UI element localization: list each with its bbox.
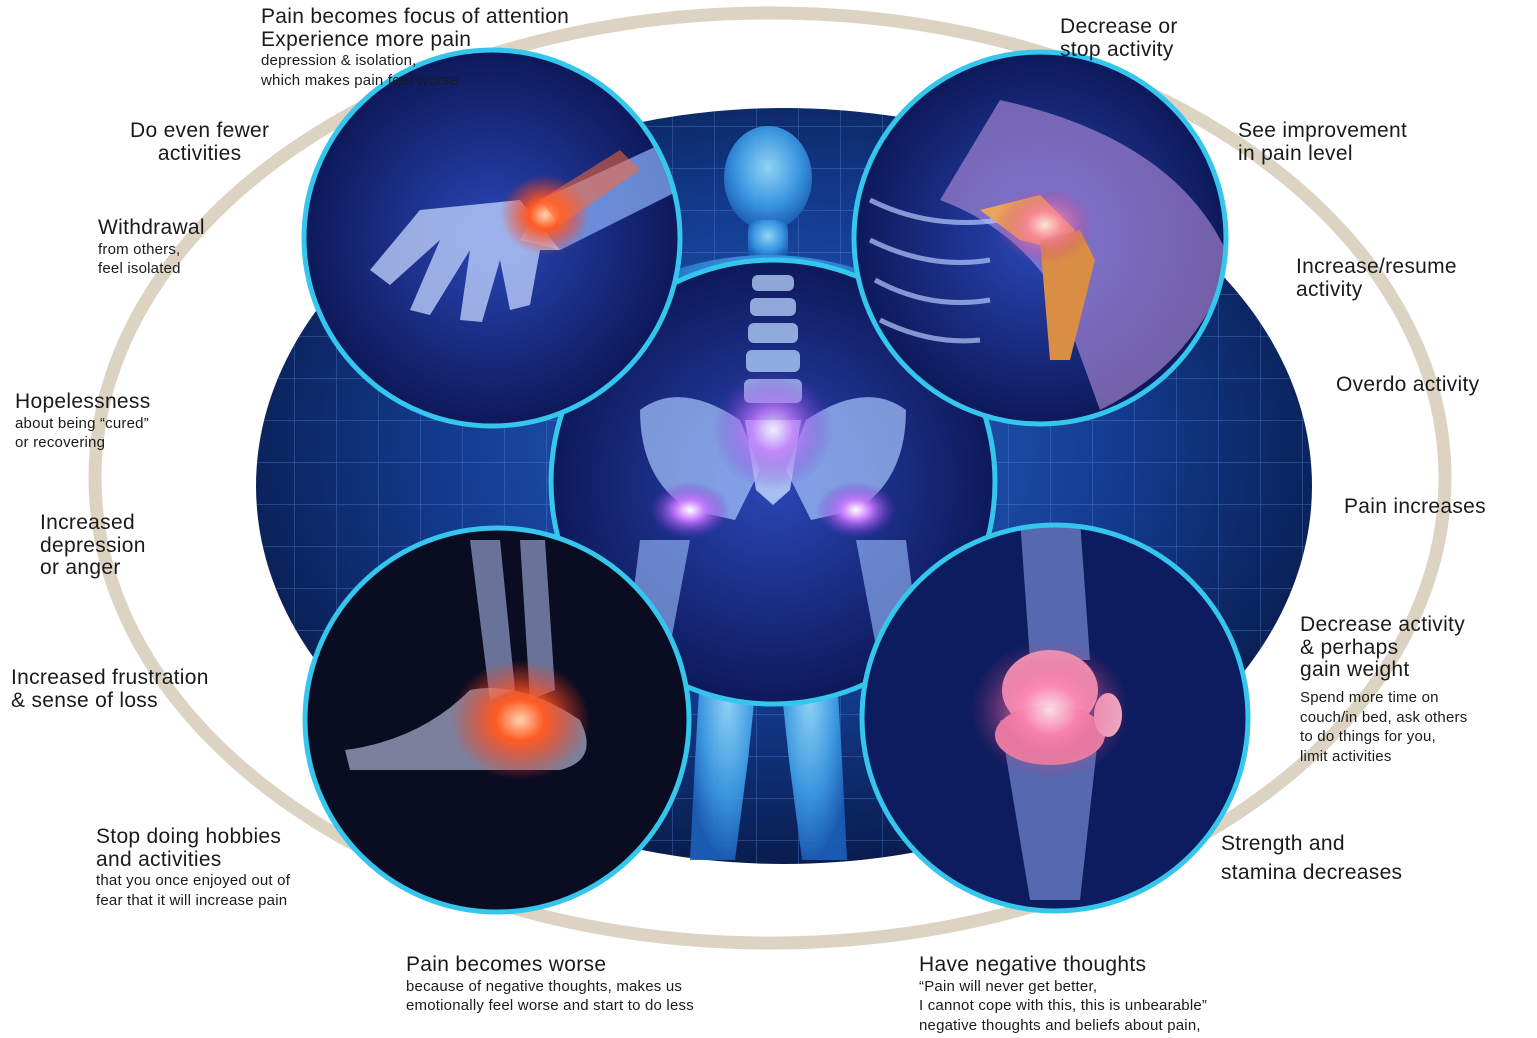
label-negative-thoughts-heading: Have negative thoughts — [919, 954, 1207, 977]
label-pain-focus: Pain becomes focus of attention Experien… — [261, 6, 569, 90]
label-depression-anger-heading-1: Increased — [40, 512, 146, 535]
label-hopelessness: Hopelessness about being “cured” or reco… — [15, 391, 151, 453]
label-decrease-stop-heading-2: stop activity — [1060, 39, 1178, 62]
label-decrease-gain: Decrease activity & perhaps gain weight … — [1300, 614, 1467, 766]
label-hobbies-sub-2: fear that it will increase pain — [96, 891, 290, 911]
label-withdrawal-sub-1: from others, — [98, 240, 205, 260]
label-hopelessness-sub-2: or recovering — [15, 433, 151, 453]
label-see-improvement: See improvement in pain level — [1238, 120, 1407, 165]
label-withdrawal-heading: Withdrawal — [98, 217, 205, 240]
label-decrease-stop: Decrease or stop activity — [1060, 16, 1178, 61]
label-decrease-gain-heading-1: Decrease activity — [1300, 614, 1467, 637]
label-pain-focus-sub-1: depression & isolation, — [261, 51, 569, 71]
label-pain-increases-heading: Pain increases — [1344, 496, 1486, 519]
label-pain-focus-sub-2: which makes pain feel worse — [261, 71, 569, 91]
label-negative-thoughts: Have negative thoughts “Pain will never … — [919, 954, 1207, 1035]
label-decrease-gain-sub-1: Spend more time on — [1300, 688, 1467, 708]
label-strength-heading-2: stamina decreases — [1221, 862, 1402, 885]
label-withdrawal-sub-2: feel isolated — [98, 259, 205, 279]
label-depression-anger-heading-2: depression — [40, 535, 146, 558]
label-negative-thoughts-sub-3: negative thoughts and beliefs about pain… — [919, 1016, 1207, 1036]
label-pain-increases: Pain increases — [1344, 496, 1486, 519]
label-fewer-activities-heading-2: activities — [130, 143, 269, 166]
hand-wrist-icon — [304, 50, 680, 426]
label-hopelessness-sub-1: about being “cured” — [15, 414, 151, 434]
label-decrease-gain-heading-2: & perhaps — [1300, 637, 1467, 660]
label-hobbies: Stop doing hobbies and activities that y… — [96, 826, 290, 910]
label-decrease-gain-heading-3: gain weight — [1300, 659, 1467, 682]
label-withdrawal: Withdrawal from others, feel isolated — [98, 217, 205, 279]
label-hopelessness-heading: Hopelessness — [15, 391, 151, 414]
label-increase-resume-heading-2: activity — [1296, 279, 1457, 302]
label-frustration-heading-1: Increased frustration — [11, 667, 209, 690]
label-hobbies-heading-1: Stop doing hobbies — [96, 826, 290, 849]
label-pain-focus-heading-1: Pain becomes focus of attention — [261, 6, 569, 29]
label-negative-thoughts-sub-1: “Pain will never get better, — [919, 977, 1207, 997]
label-fewer-activities: Do even fewer activities — [130, 120, 269, 165]
ankle-foot-icon — [305, 528, 689, 912]
label-pain-focus-heading-2: Experience more pain — [261, 29, 569, 52]
label-overdo-heading: Overdo activity — [1336, 374, 1479, 397]
label-see-improvement-heading-2: in pain level — [1238, 143, 1407, 166]
label-decrease-gain-sub-4: limit activities — [1300, 747, 1467, 767]
label-increase-resume-heading-1: Increase/resume — [1296, 256, 1457, 279]
label-pain-worse-sub-1: because of negative thoughts, makes us — [406, 977, 694, 997]
label-depression-anger-heading-3: or anger — [40, 557, 146, 580]
label-strength-heading-1: Strength and — [1221, 833, 1402, 856]
label-see-improvement-heading-1: See improvement — [1238, 120, 1407, 143]
label-negative-thoughts-sub-2: I cannot cope with this, this is unbeara… — [919, 996, 1207, 1016]
label-decrease-gain-sub-3: to do things for you, — [1300, 727, 1467, 747]
label-pain-worse: Pain becomes worse because of negative t… — [406, 954, 694, 1016]
label-fewer-activities-heading-1: Do even fewer — [130, 120, 269, 143]
label-depression-anger: Increased depression or anger — [40, 512, 146, 580]
label-pain-worse-heading: Pain becomes worse — [406, 954, 694, 977]
label-strength: Strength and stamina decreases — [1221, 833, 1402, 884]
shoulder-joint-icon — [854, 52, 1230, 424]
label-decrease-stop-heading-1: Decrease or — [1060, 16, 1178, 39]
label-decrease-gain-sub-2: couch/in bed, ask others — [1300, 708, 1467, 728]
label-hobbies-sub-1: that you once enjoyed out of — [96, 871, 290, 891]
knee-joint-icon — [862, 520, 1248, 911]
label-hobbies-heading-2: and activities — [96, 849, 290, 872]
label-frustration-heading-2: & sense of loss — [11, 690, 209, 713]
label-increase-resume: Increase/resume activity — [1296, 256, 1457, 301]
label-overdo: Overdo activity — [1336, 374, 1479, 397]
label-frustration: Increased frustration & sense of loss — [11, 667, 209, 712]
label-pain-worse-sub-2: emotionally feel worse and start to do l… — [406, 996, 694, 1016]
